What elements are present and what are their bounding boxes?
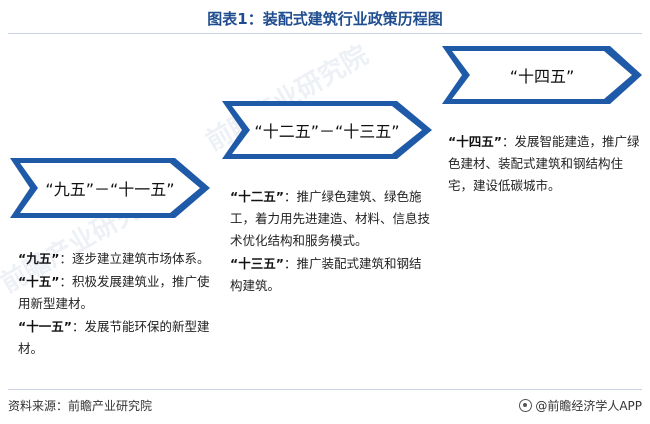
policy-item: “九五”：逐步建立建筑市场体系。 <box>18 251 210 266</box>
stage-arrow-2: “十二五”－“十三五” <box>222 101 432 159</box>
policy-item: “十一五”：发展节能环保的新型建材。 <box>18 319 210 356</box>
policy-item: “十四五”：发展智能建造，推广绿色建材、装配式建筑和钢结构住宅，建设低碳城市。 <box>448 134 640 193</box>
stage-arrow-3: “十四五” <box>442 46 642 104</box>
policy-list-1: “九五”：逐步建立建筑市场体系。 “十五”：积极发展建筑业，推广使用新型建材。 … <box>18 248 213 361</box>
arrow-shape-icon <box>10 158 210 218</box>
chart-title: 图表1：装配式建筑行业政策历程图 <box>207 10 443 28</box>
policy-item: “十二五”：推广绿色建筑、绿色施工，着力用先进建造、材料、信息技术优化结构和服务… <box>230 189 431 248</box>
stage-label: “九五”－“十一五” <box>45 180 175 199</box>
brand-logo-icon <box>519 399 533 412</box>
policy-item: “十三五”：推广装配式建筑和钢结构建筑。 <box>230 256 422 293</box>
stage-label: “十四五” <box>509 67 575 86</box>
policy-list-2: “十二五”：推广绿色建筑、绿色施工，着力用先进建造、材料、信息技术优化结构和服务… <box>230 186 430 298</box>
arrow-shape-icon <box>442 46 642 104</box>
stage-label: “十二五”－“十三五” <box>254 122 400 141</box>
policy-item: “十五”：积极发展建筑业，推广使用新型建材。 <box>18 274 210 311</box>
brand-label: @前瞻经济学人APP <box>535 399 642 413</box>
title-divider <box>8 33 642 34</box>
brand-credit: @前瞻经济学人APP <box>519 397 642 414</box>
footer-divider <box>8 389 642 390</box>
policy-list-3: “十四五”：发展智能建造，推广绿色建材、装配式建筑和钢结构住宅，建设低碳城市。 <box>448 131 640 198</box>
stage-arrow-1: “九五”－“十一五” <box>10 158 210 218</box>
arrow-shape-icon <box>222 101 432 159</box>
source-note: 资料来源：前瞻产业研究院 <box>8 399 153 413</box>
